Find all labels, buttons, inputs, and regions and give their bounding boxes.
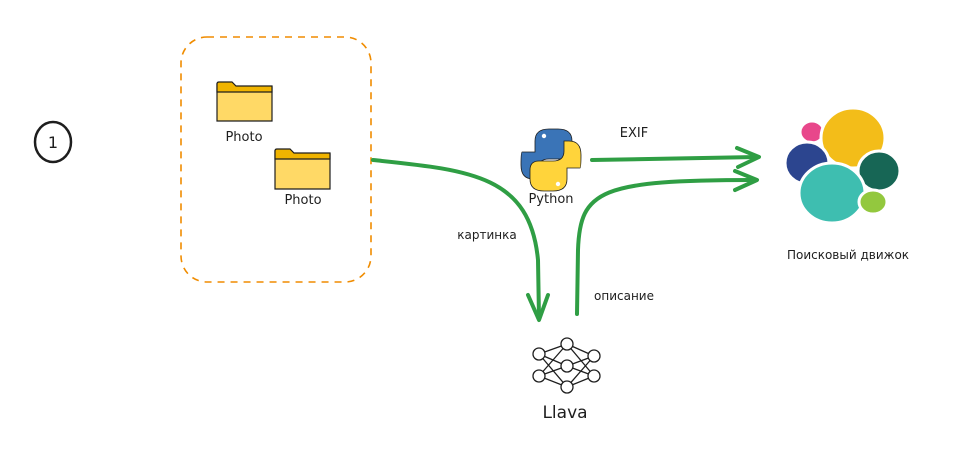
step-badge: 1 <box>33 120 73 164</box>
arrow-label-description: описание <box>594 289 654 303</box>
arrow-image-to-llava <box>371 158 550 322</box>
search-engine-label: Поисковый движок <box>787 248 909 262</box>
step-number: 1 <box>48 133 58 152</box>
step-circle <box>33 120 73 164</box>
arrow-exif-to-engine <box>590 146 761 169</box>
neural-network-icon <box>532 337 601 394</box>
llava-node: Llava <box>532 337 601 423</box>
folder-label: Photo <box>284 193 321 208</box>
folder-tab <box>274 148 331 160</box>
arrow-label-exif: EXIF <box>620 126 648 141</box>
folder-tab <box>216 81 273 93</box>
arrow-description-to-engine <box>575 169 759 316</box>
folder-label: Photo <box>225 130 262 145</box>
photo-group-box <box>180 36 372 283</box>
folder-photo-1[interactable]: Photo <box>216 81 273 145</box>
arrow-label-image: картинка <box>457 228 516 242</box>
python-label: Python <box>528 192 573 207</box>
folder-photo-2[interactable]: Photo <box>274 148 331 208</box>
search-engine-node: Поисковый движок <box>783 106 909 262</box>
python-icon <box>520 128 582 192</box>
elasticsearch-icon <box>783 106 902 225</box>
llava-label: Llava <box>542 403 587 423</box>
python-node: Python <box>520 128 582 207</box>
